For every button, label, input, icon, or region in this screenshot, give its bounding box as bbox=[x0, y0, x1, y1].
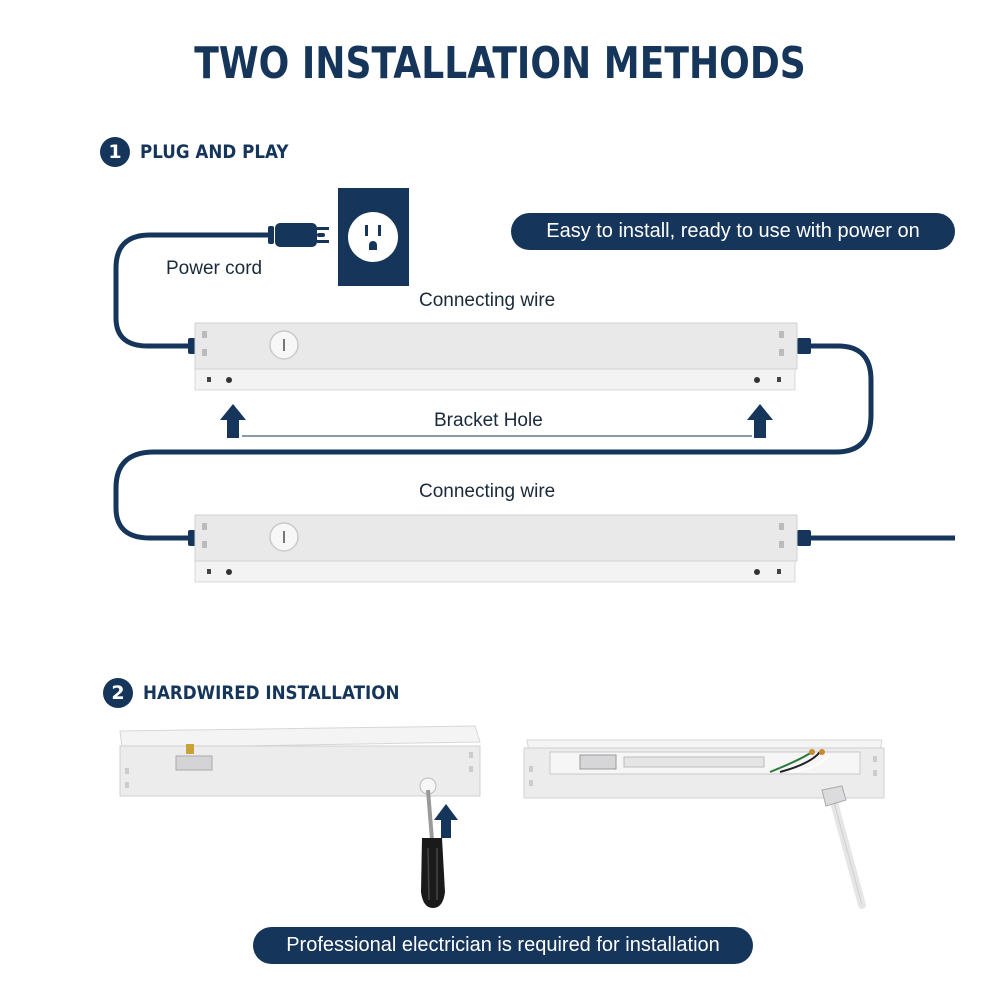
supply-cable bbox=[821, 785, 866, 909]
arrow-up-icon bbox=[220, 404, 246, 438]
hardwired-diagram bbox=[119, 725, 885, 909]
connecting-wire-label: Connecting wire bbox=[419, 481, 556, 502]
arrow-up-icon bbox=[434, 804, 458, 838]
screwdriver-icon bbox=[421, 789, 445, 908]
open-fixture bbox=[523, 739, 885, 799]
section-label: HARDWIRED INSTALLATION bbox=[143, 682, 400, 704]
plug-and-play-diagram bbox=[113, 188, 955, 583]
connecting-wire-1 bbox=[113, 343, 874, 541]
plug-icon bbox=[268, 223, 329, 247]
easy-install-callout: Easy to install, ready to use with power… bbox=[511, 213, 955, 250]
power-cord-wire bbox=[113, 232, 271, 349]
section-hardwired-header: 2 HARDWIRED INSTALLATION bbox=[103, 678, 434, 708]
connecting-wire-label: Connecting wire bbox=[419, 290, 556, 311]
section-plug-and-play-header: 1 PLUG AND PLAY bbox=[100, 137, 309, 167]
arrow-up-icon bbox=[747, 404, 773, 438]
power-cord-label: Power cord bbox=[166, 258, 263, 279]
light-fixture-2 bbox=[188, 514, 811, 583]
closed-fixture bbox=[119, 725, 481, 797]
power-outlet-icon bbox=[338, 188, 409, 286]
bracket-hole-label: Bracket Hole bbox=[434, 410, 543, 431]
page-title: TWO INSTALLATION METHODS bbox=[194, 38, 806, 89]
light-fixture-1 bbox=[188, 322, 811, 391]
section-label: PLUG AND PLAY bbox=[140, 141, 289, 163]
step-number-badge: 1 bbox=[100, 137, 130, 167]
step-number-badge: 2 bbox=[103, 678, 133, 708]
electrician-required-callout: Professional electrician is required for… bbox=[253, 927, 753, 964]
